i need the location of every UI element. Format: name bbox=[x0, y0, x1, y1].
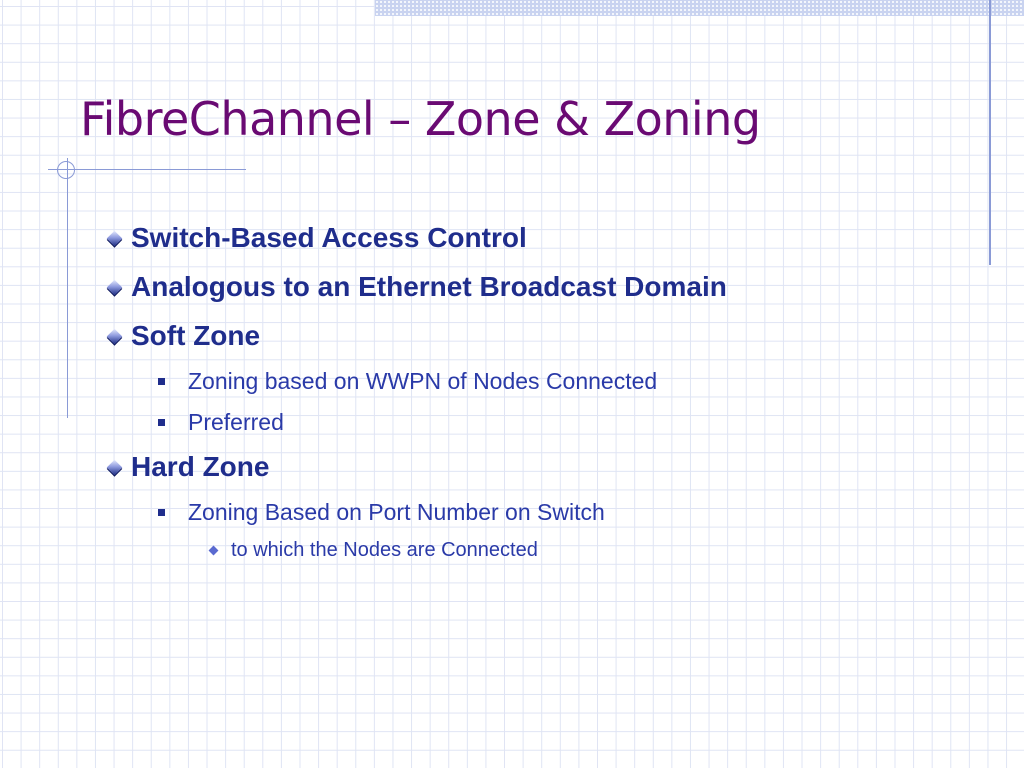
sub-sub-bullet-text: to which the Nodes are Connected bbox=[231, 539, 538, 561]
sub-bullet-item: Zoning Based on Port Number on Switch bbox=[158, 499, 605, 526]
sub-bullet-item: Zoning based on WWPN of Nodes Connected bbox=[158, 368, 657, 395]
square-bullet-icon bbox=[158, 509, 165, 516]
bullet-text: Analogous to an Ethernet Broadcast Domai… bbox=[131, 271, 727, 302]
sub-bullet-item: Preferred bbox=[158, 409, 284, 436]
title-underline bbox=[48, 169, 246, 170]
square-bullet-icon bbox=[158, 378, 165, 385]
sub-bullet-text: Zoning based on WWPN of Nodes Connected bbox=[188, 368, 658, 394]
bullet-text: Switch-Based Access Control bbox=[131, 222, 527, 253]
decorative-right-rule bbox=[989, 0, 991, 265]
bullet-item: Analogous to an Ethernet Broadcast Domai… bbox=[108, 271, 727, 303]
diamond-bullet-icon bbox=[108, 330, 121, 343]
decorative-circle bbox=[57, 161, 75, 179]
bullet-item: Soft Zone bbox=[108, 320, 260, 352]
decorative-left-rule bbox=[67, 158, 68, 418]
decorative-top-band bbox=[375, 0, 1024, 16]
bullet-text: Soft Zone bbox=[131, 320, 261, 351]
diamond-bullet-icon bbox=[108, 461, 121, 474]
bullet-item: Switch-Based Access Control bbox=[108, 222, 527, 254]
diamond-bullet-icon bbox=[108, 232, 121, 245]
sub-bullet-text: Zoning Based on Port Number on Switch bbox=[188, 499, 605, 525]
square-bullet-icon bbox=[158, 419, 165, 426]
slide-title: FibreChannel – Zone & Zoning bbox=[80, 92, 761, 146]
sub-sub-bullet-item: to which the Nodes are Connected bbox=[208, 539, 538, 562]
small-diamond-bullet-icon bbox=[208, 545, 219, 556]
bullet-text: Hard Zone bbox=[131, 451, 270, 482]
sub-bullet-text: Preferred bbox=[188, 409, 284, 435]
diamond-bullet-icon bbox=[108, 281, 121, 294]
bullet-item: Hard Zone bbox=[108, 451, 269, 483]
